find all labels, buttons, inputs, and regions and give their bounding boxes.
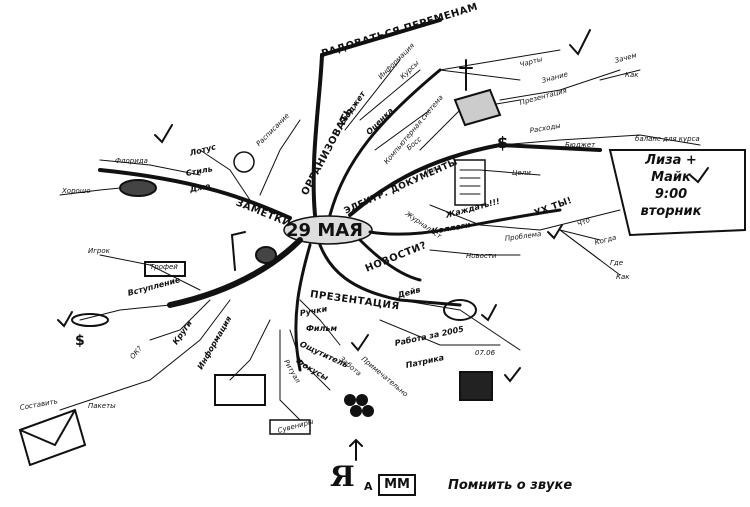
tape-icon: [269, 419, 311, 435]
footer-mm-box: ММ: [378, 474, 416, 496]
label-film: Фильм: [306, 324, 337, 333]
doodle-icon: [119, 179, 157, 197]
branch-organize: [328, 68, 442, 217]
branch-notes: [98, 168, 292, 220]
cross-icon: [459, 59, 473, 91]
footer-a: А: [364, 480, 373, 493]
phone-icon: [443, 299, 477, 321]
label-novelties: Новости: [466, 252, 497, 260]
label-goals: Цели: [512, 169, 531, 177]
computer-icon: [453, 88, 502, 127]
label-date: 07.06: [475, 349, 496, 357]
note-box: [608, 149, 746, 237]
note-box-text: Лиза + Майк 9:00 вторник: [596, 152, 746, 220]
envelope-icon: [18, 408, 87, 467]
label-trophy: Трофей: [150, 263, 178, 271]
trophy-icon: [144, 261, 186, 277]
balloon-icon: [255, 246, 277, 264]
branch-presentation: [318, 243, 462, 307]
gift-icon: [459, 371, 493, 401]
label-budget-right: Бюджет: [565, 141, 596, 149]
footer-remember-sound: Помнить о звуке: [448, 478, 573, 493]
box-icon: [214, 374, 266, 406]
branch-docs: [348, 142, 602, 217]
central-topic: 29 МАЯ: [286, 220, 364, 241]
note-line-3: 9:00: [654, 187, 688, 202]
dollar-icon-2: $: [75, 333, 85, 349]
central-node-blob: [283, 215, 373, 245]
clover-icon: [344, 394, 356, 406]
branch-rejoice: [311, 18, 442, 217]
document-icon: [454, 159, 486, 206]
label-florida: Флорида: [115, 157, 148, 165]
note-line-4: вторник: [640, 204, 702, 219]
label-bonus: Игрок: [88, 247, 110, 255]
note-line-2: Майк: [651, 170, 691, 185]
wheel-icon: [233, 151, 255, 173]
label-where: Где: [610, 259, 624, 267]
label-course-balance: баланс для курса: [635, 135, 700, 143]
label-good: Хорошо: [62, 187, 91, 195]
lamp-icon: [230, 231, 246, 271]
ring-icon: [71, 313, 109, 327]
branch-news: [358, 238, 422, 282]
branch-intro: [167, 237, 303, 308]
label-packets: Пакеты: [88, 402, 116, 410]
label-how-top: Как: [625, 71, 639, 79]
label-how-bottom: Как: [616, 273, 630, 281]
footer-ya: Я: [330, 460, 355, 493]
check-icon: [569, 29, 591, 56]
branch-ux: [368, 208, 562, 236]
note-line-1: Лиза +: [645, 153, 697, 168]
dollar-icon: $: [497, 133, 508, 152]
